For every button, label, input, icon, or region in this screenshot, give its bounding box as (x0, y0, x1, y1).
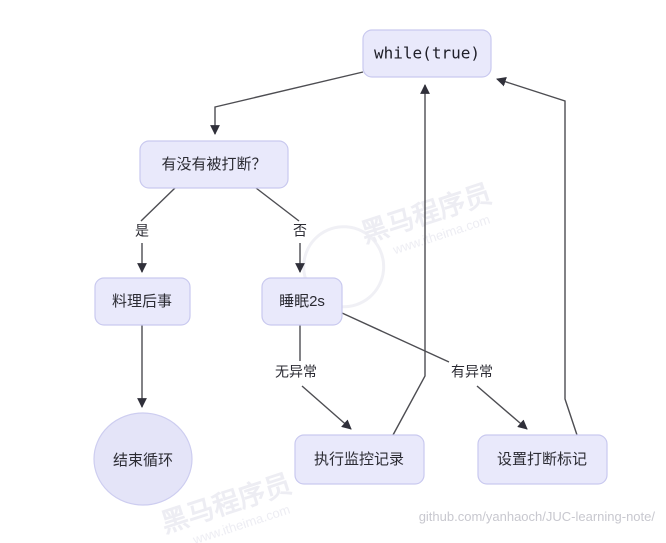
edge-label-no: 否 (293, 223, 307, 239)
edge-label-has-exception: 有异常 (451, 364, 493, 380)
node-monitor-label: 执行监控记录 (314, 451, 404, 468)
edge-labels-layer: 是 否 无异常 有异常 (135, 223, 493, 380)
node-while[interactable]: while(true) (362, 29, 492, 78)
node-while-shape[interactable] (362, 29, 492, 78)
node-cleanup[interactable]: 料理后事 (94, 277, 191, 326)
node-cleanup-label: 料理后事 (112, 293, 172, 310)
node-flag[interactable]: 设置打断标记 (477, 434, 608, 485)
edge-while-to-check (210, 71, 364, 135)
node-end-label: 结束循环 (113, 452, 173, 469)
edge-check-to-yes (140, 187, 176, 222)
node-sleep-label: 睡眠2s (279, 293, 325, 310)
edge-sleep-to-has-exception (341, 312, 450, 363)
node-sleep[interactable]: 睡眠2s (261, 277, 343, 326)
node-while-label: while(true) (374, 44, 480, 63)
node-end[interactable]: 结束循环 (93, 412, 193, 506)
footer-link: github.com/yanhaoch/JUC-learning-note/ (419, 509, 656, 524)
node-end-shape[interactable] (93, 412, 193, 506)
node-sleep-shape[interactable] (261, 277, 343, 326)
edge-monitor-to-while (392, 84, 430, 436)
edges-layer (137, 71, 578, 436)
node-flag-shape[interactable] (477, 434, 608, 485)
node-cleanup-shape[interactable] (94, 277, 191, 326)
node-monitor[interactable]: 执行监控记录 (294, 434, 425, 485)
edge-label-yes: 是 (135, 223, 149, 239)
edge-flag-to-while (496, 77, 578, 436)
node-check[interactable]: 有没有被打断？ (139, 140, 289, 189)
node-check-shape[interactable] (139, 140, 289, 189)
edge-label-no-exception: 无异常 (275, 364, 317, 380)
node-monitor-shape[interactable] (294, 434, 425, 485)
edge-check-to-no (255, 187, 300, 222)
edge-no-exception-to-monitor (301, 385, 352, 430)
node-check-label: 有没有被打断？ (161, 156, 266, 173)
node-flag-label: 设置打断标记 (497, 451, 587, 468)
edge-has-exception-to-flag (476, 385, 528, 430)
